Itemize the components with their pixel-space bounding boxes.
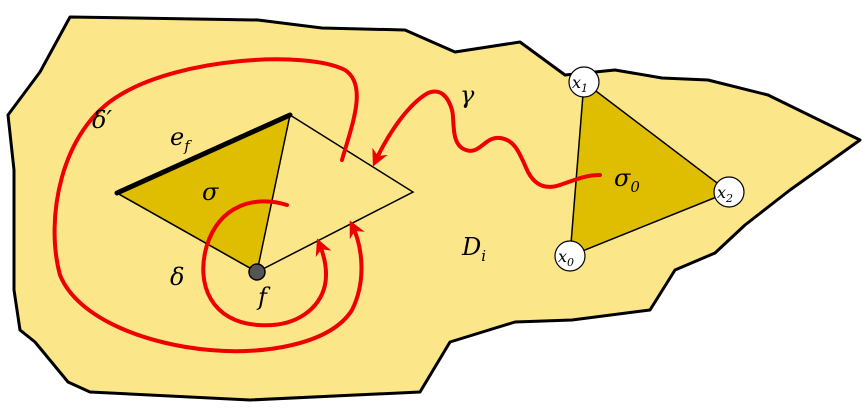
vertex-x2: x2	[713, 176, 745, 208]
label-delta-prime: δ′	[92, 106, 112, 134]
svg-text:x1: x1	[572, 73, 588, 95]
svg-text:x2: x2	[717, 183, 733, 205]
label-D-i: Di	[461, 233, 486, 265]
label-delta: δ	[170, 263, 184, 291]
vertex-x1: x1	[568, 66, 600, 98]
label-gamma: γ	[460, 81, 475, 109]
svg-text:x0: x0	[558, 247, 574, 269]
label-sigma: σ	[202, 178, 219, 206]
edge-e-f	[114, 112, 293, 196]
simplex-sigma-0	[569, 80, 731, 258]
point-f	[248, 263, 266, 281]
path-delta	[201, 199, 332, 328]
vertex-x0: x0	[554, 240, 586, 272]
path-gamma	[372, 89, 602, 189]
label-sigma-0: σ0	[614, 164, 640, 196]
region-D-i	[6, 15, 862, 402]
label-e-f: ef	[170, 123, 192, 155]
path-delta-prime	[52, 57, 365, 354]
